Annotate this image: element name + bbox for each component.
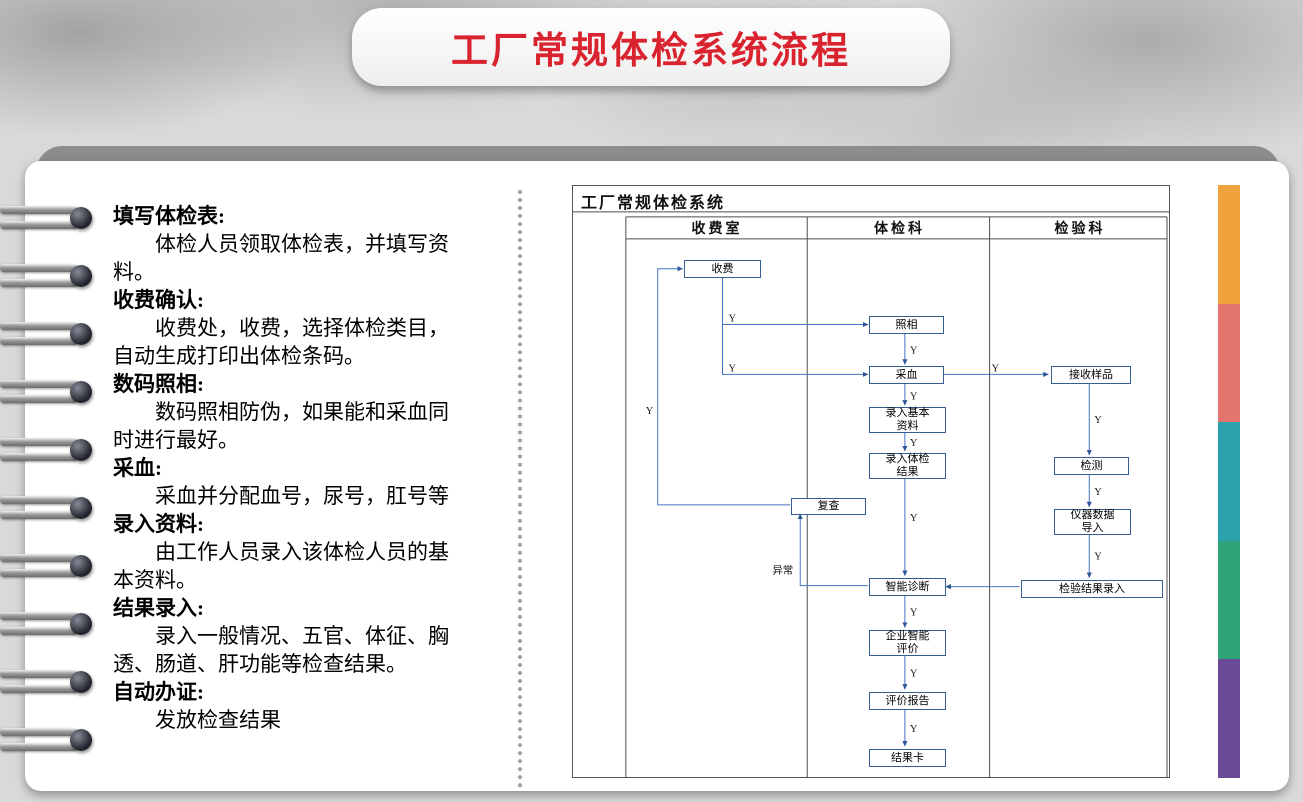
flow-edge [657,266,791,506]
dotted-divider [518,190,522,788]
flow-node-qiye-pingjia: 企业智能 评价 [869,630,946,656]
flowchart-canvas: Y Y Y Y Y Y Y Y 异常 Y Y Y Y Y Y [573,211,1169,777]
flow-node-luru-tijian: 录入体检 结果 [869,453,946,479]
edge-label: Y [910,345,918,356]
color-strip [1218,185,1240,778]
flowchart: Y Y Y Y Y Y Y Y 异常 Y Y Y Y Y Y 工厂常规体检系统 收费室 体检科 检验科 收费照相… [572,185,1170,778]
flow-edge [722,277,869,328]
edge-labels: Y Y Y Y Y Y Y Y 异常 Y Y Y Y Y Y [646,314,1102,736]
color-strip-segment-1 [1218,185,1240,304]
flow-node-caixue: 采血 [869,366,944,384]
flow-node-shoufei: 收费 [684,260,761,278]
flow-node-jieguoka: 结果卡 [869,749,946,767]
flow-edge [722,324,869,377]
color-strip-segment-2 [1218,303,1240,423]
note-body: 由工作人员录入该体检人员的基本资料。 [113,540,449,592]
color-strip-segment-3 [1218,422,1240,541]
flow-node-jianyan-luru: 检验结果录入 [1021,580,1163,598]
lane-header-1: 收费室 [691,222,743,237]
flow-edges [657,266,1092,747]
flowchart-title: 工厂常规体检系统 [581,195,726,212]
note-heading: 自动办证: [113,680,204,704]
notes: 填写体检表: 体检人员领取体检表，并填写资料。收费确认: 收费处，收费，选择体检类目… [113,202,455,734]
flow-node-zhaoxiang: 照相 [869,316,944,334]
note-heading: 数码照相: [113,372,204,396]
note-body: 发放检查结果 [155,708,281,732]
flow-node-pingjia-baogao: 评价报告 [869,692,946,710]
note-heading: 采血: [113,456,162,480]
note-body: 体检人员领取体检表，并填写资料。 [113,232,449,284]
edge-label: Y [910,668,918,679]
flow-node-yiqi-daoru: 仪器数据 导入 [1054,509,1131,535]
flow-node-zhineng-zhenduan: 智能诊断 [869,578,946,596]
note-body: 收费处，收费，选择体检类目，自动生成打印出体检条码。 [113,316,449,368]
edge-label: Y [646,406,654,417]
color-strip-segment-4 [1218,540,1240,660]
note-body: 数码照相防伪，如果能和采血同时进行最好。 [113,400,449,452]
edge-label: Y [910,724,918,735]
note-heading: 收费确认: [113,288,204,312]
edge-label: Y [910,391,918,402]
edge-label: Y [1094,415,1102,426]
page-title: 工厂常规体检系统流程 [451,30,851,71]
edge-label: Y [910,608,918,619]
note-body: 采血并分配血号，尿号，肛号等 [155,484,449,508]
edge-label: Y [728,314,736,325]
color-strip-segment-5 [1218,659,1240,778]
flow-edge [797,513,869,587]
lane-header-2: 体检科 [874,222,925,237]
edge-label: Y [728,363,736,374]
edge-label: Y [910,438,918,449]
flow-node-jiance: 检测 [1054,457,1129,475]
edge-label: Y [1094,552,1102,563]
note-heading: 结果录入: [113,596,204,620]
edge-label: 异常 [772,564,793,577]
note-body: 录入一般情况、五官、体征、胸透、肠道、肝功能等检查结果。 [113,624,449,676]
note-heading: 录入资料: [113,512,204,536]
flow-node-luru-jiben: 录入基本 资料 [869,407,946,433]
edge-label: Y [910,513,918,524]
flow-node-jieshou-yangpin: 接收样品 [1051,366,1131,384]
edge-label: Y [992,363,1000,374]
edge-label: Y [1094,487,1102,498]
title-banner: 工厂常规体检系统流程 [352,8,950,86]
note-heading: 填写体检表: [113,204,225,228]
lane-header-3: 检验科 [1054,222,1106,237]
flow-node-fucha: 复查 [791,498,866,515]
swimlane-grid [573,211,1169,777]
